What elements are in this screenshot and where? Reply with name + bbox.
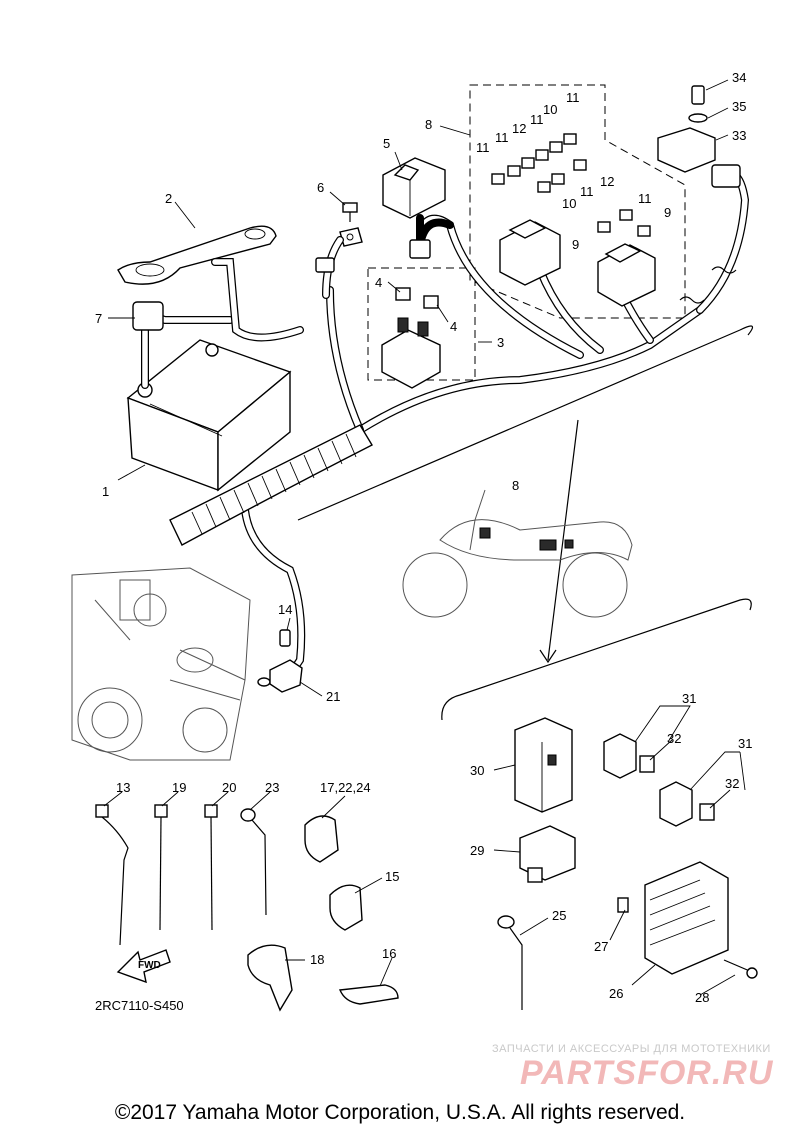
callout-8b: 8 — [512, 478, 519, 493]
callout-17-22-24: 17,22,24 — [320, 780, 371, 795]
clips — [247, 815, 399, 1012]
callout-27: 27 — [594, 939, 608, 954]
callout-35: 35 — [732, 99, 746, 114]
callout-4b: 4 — [450, 319, 457, 334]
callout-32b: 32 — [725, 776, 739, 791]
callout-25: 25 — [552, 908, 566, 923]
callout-34: 34 — [732, 70, 746, 85]
callout-15: 15 — [385, 869, 399, 884]
callout-23: 23 — [265, 780, 279, 795]
callout-11f: 11 — [638, 191, 652, 206]
callout-5: 5 — [383, 136, 390, 151]
fuse-row — [491, 133, 651, 237]
leader-lines — [103, 79, 746, 996]
connectors-31 — [603, 733, 715, 827]
relay-right — [597, 243, 656, 307]
callout-8: 8 — [425, 117, 432, 132]
battery-band — [117, 225, 277, 285]
tie-25 — [497, 915, 523, 1010]
rectifier-26 — [617, 861, 758, 979]
callout-3: 3 — [497, 335, 504, 350]
callout-13: 13 — [116, 780, 130, 795]
starter-relay-box — [367, 267, 476, 381]
callout-11a: 11 — [476, 140, 490, 155]
callout-21: 21 — [326, 689, 340, 704]
callout-11b: 11 — [495, 130, 509, 145]
callout-33: 33 — [732, 128, 746, 143]
callout-16: 16 — [382, 946, 396, 961]
callout-28: 28 — [695, 990, 709, 1005]
relay-group-box — [469, 84, 686, 319]
callout-11d: 11 — [566, 90, 580, 105]
callout-18: 18 — [310, 952, 324, 967]
battery — [126, 339, 292, 492]
sensor-21 — [257, 629, 303, 693]
callout-7: 7 — [95, 311, 102, 326]
callout-31a: 31 — [682, 691, 696, 706]
callout-14: 14 — [278, 602, 292, 617]
callout-10a: 10 — [543, 102, 557, 117]
motorcycle-silhouette — [297, 325, 754, 721]
callout-10b: 10 — [562, 196, 576, 211]
earth-lead — [315, 202, 363, 299]
forward-arrow: FWD — [116, 949, 171, 984]
relay-29 — [519, 825, 576, 883]
copyright-footer: ©2017 Yamaha Motor Corporation, U.S.A. A… — [114, 1101, 686, 1124]
sensor-5 — [382, 157, 446, 219]
watermark-tagline: ЗАПЧАСТИ И АКСЕССУАРЫ ДЛЯ МОТОТЕХНИКИ — [492, 1043, 771, 1055]
callout-2: 2 — [165, 191, 172, 206]
callout-19: 19 — [172, 780, 186, 795]
callout-12b: 12 — [600, 174, 614, 189]
callout-26: 26 — [609, 986, 623, 1001]
terminal-cover — [132, 301, 164, 331]
callout-labels: 1 2 3 4 4 5 6 7 8 8 9 9 10 10 11 11 11 1… — [95, 70, 752, 1013]
callout-29: 29 — [470, 843, 484, 858]
callout-9b: 9 — [572, 237, 579, 252]
callout-9a: 9 — [664, 205, 671, 220]
callout-30: 30 — [470, 763, 484, 778]
fwd-label: FWD — [138, 960, 161, 971]
relay-left — [499, 219, 561, 286]
callout-20: 20 — [222, 780, 236, 795]
starter-relay — [381, 287, 441, 389]
callout-4a: 4 — [375, 275, 382, 290]
sensor-33 — [657, 85, 741, 188]
callout-6: 6 — [317, 180, 324, 195]
callout-11e: 11 — [580, 184, 594, 199]
callout-31b: 31 — [738, 736, 752, 751]
callout-1: 1 — [102, 484, 109, 499]
callout-12a: 12 — [512, 121, 526, 136]
ecu-30 — [514, 717, 573, 813]
callout-11c: 11 — [530, 112, 544, 127]
callout-32a: 32 — [667, 731, 681, 746]
drawing-code: 2RC7110-S450 — [95, 998, 184, 1013]
engine-sketch — [71, 567, 251, 761]
wire-harness — [169, 171, 750, 679]
watermark-logo: PARTSFOR.RU — [520, 1054, 774, 1092]
cable-ties — [95, 804, 267, 946]
